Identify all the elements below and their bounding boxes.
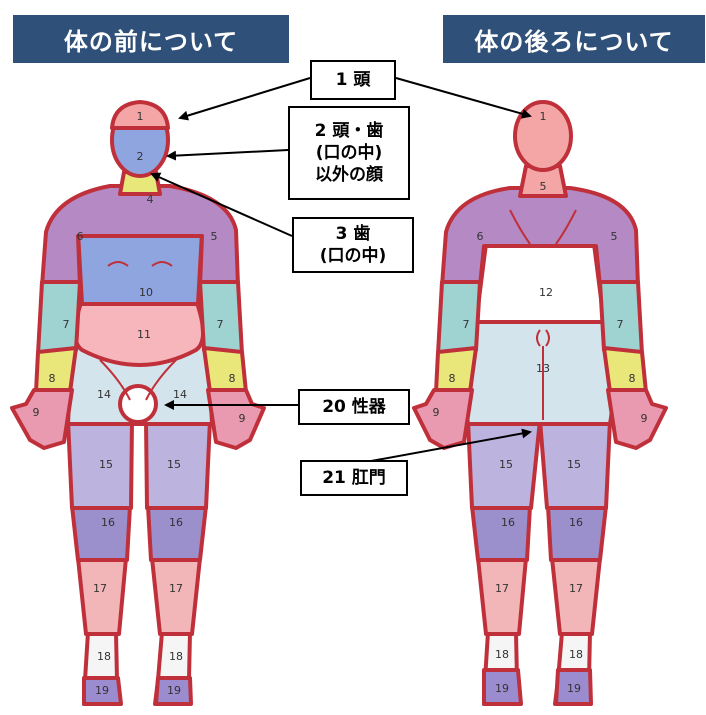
front-label-16a: 16 (101, 516, 115, 529)
back-hand-right (608, 390, 666, 448)
front-shin-left (78, 558, 126, 634)
arrow-1-back (396, 78, 530, 116)
back-label-8a: 8 (449, 372, 456, 385)
front-label-9b: 9 (239, 412, 246, 425)
back-label-15a: 15 (499, 458, 513, 471)
front-wrist-left (36, 348, 76, 392)
back-label-15b: 15 (567, 458, 581, 471)
front-label-19a: 19 (95, 684, 109, 697)
front-label-16b: 16 (169, 516, 183, 529)
callout-face: 2 頭・歯 (口の中) 以外の顔 (288, 106, 410, 200)
front-shin-right (152, 558, 200, 634)
callout-teeth-line-2: (口の中) (320, 245, 387, 267)
callout-face-line-2: (口の中) (316, 142, 383, 164)
back-label-12: 12 (539, 286, 553, 299)
callout-genitals-line: 20 性器 (322, 396, 386, 418)
back-label-13: 13 (536, 362, 550, 375)
back-label-7a: 7 (463, 318, 470, 331)
back-shin-right (552, 558, 600, 634)
back-label-19a: 19 (495, 682, 509, 695)
front-wrist-right (204, 348, 246, 392)
callout-teeth-line-1: 3 歯 (336, 223, 371, 245)
back-arm-left (438, 282, 480, 354)
front-label-4: 4 (147, 193, 154, 206)
callout-face-line-1: 2 頭・歯 (315, 120, 384, 142)
front-label-7b: 7 (217, 318, 224, 331)
front-label-8a: 8 (49, 372, 56, 385)
front-label-5: 5 (211, 230, 218, 243)
front-label-17a: 17 (93, 582, 107, 595)
front-hand-right (208, 390, 264, 448)
back-label-5: 5 (540, 180, 547, 193)
back-label-9a: 9 (433, 406, 440, 419)
back-label-17a: 17 (495, 582, 509, 595)
back-wrist-right (604, 348, 646, 392)
back-label-16b: 16 (569, 516, 583, 529)
back-label-19b: 19 (567, 682, 581, 695)
back-label-9b: 9 (641, 412, 648, 425)
front-knee-left (72, 506, 130, 560)
back-hand-left (414, 390, 472, 448)
front-label-2: 2 (137, 150, 144, 163)
front-label-6: 6 (77, 230, 84, 243)
callout-anus: 21 肛門 (300, 460, 408, 496)
callout-face-line-3: 以外の顔 (315, 164, 383, 186)
front-label-15b: 15 (167, 458, 181, 471)
back-label-6: 6 (477, 230, 484, 243)
back-label-18a: 18 (495, 648, 509, 661)
back-label-18b: 18 (569, 648, 583, 661)
front-body (12, 102, 264, 704)
front-label-9a: 9 (33, 406, 40, 419)
front-label-17b: 17 (169, 582, 183, 595)
back-shin-left (478, 558, 526, 634)
front-label-7a: 7 (63, 318, 70, 331)
callout-teeth: 3 歯 (口の中) (292, 217, 414, 273)
back-wrist-left (436, 348, 476, 392)
front-label-1: 1 (137, 110, 144, 123)
front-label-11: 11 (137, 328, 151, 341)
front-label-18b: 18 (169, 650, 183, 663)
front-label-14b: 14 (173, 388, 187, 401)
back-label-17b: 17 (569, 582, 583, 595)
back-label-8b: 8 (629, 372, 636, 385)
back-label-7b: 7 (617, 318, 624, 331)
back-knee-left (472, 506, 530, 560)
back-label-16a: 16 (501, 516, 515, 529)
front-label-19b: 19 (167, 684, 181, 697)
back-label-1: 1 (540, 110, 547, 123)
callout-genitals: 20 性器 (298, 389, 410, 425)
front-label-14a: 14 (97, 388, 111, 401)
arrow-2 (168, 150, 288, 156)
back-label-5b: 5 (611, 230, 618, 243)
front-hand-left (12, 390, 72, 448)
front-arm-left (38, 282, 80, 354)
front-label-18a: 18 (97, 650, 111, 663)
callout-anus-line: 21 肛門 (322, 467, 386, 489)
front-label-8b: 8 (229, 372, 236, 385)
back-lower-back (476, 244, 604, 322)
back-knee-right (548, 506, 606, 560)
front-label-10: 10 (139, 286, 153, 299)
front-knee-right (148, 506, 206, 560)
callout-head: 1 頭 (310, 60, 396, 100)
callout-head-line: 1 頭 (336, 69, 371, 91)
front-label-15a: 15 (99, 458, 113, 471)
